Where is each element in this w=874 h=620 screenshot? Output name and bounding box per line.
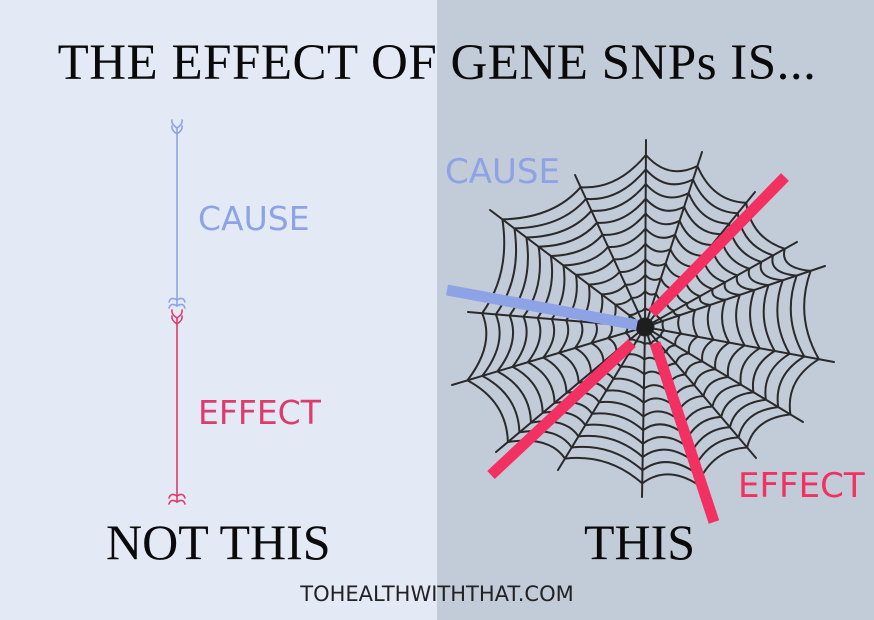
linear-effect-label: EFFECT [198, 393, 321, 432]
left-panel-background [0, 0, 437, 620]
web-ring [480, 168, 806, 473]
web-cause-bar [446, 284, 638, 331]
effect-bar-upper-right [648, 173, 789, 317]
web-spoke [644, 151, 703, 328]
web-effect-bars [487, 173, 789, 524]
linear-effect-arrow [168, 309, 186, 505]
web-spoke [451, 326, 646, 386]
linear-cause-arrow [168, 119, 186, 309]
web-spoke [644, 326, 835, 363]
spider-web [451, 139, 835, 499]
web-spoke [574, 174, 646, 328]
web-spoke [489, 209, 646, 328]
web-spoke [641, 326, 646, 498]
web-spoke [644, 326, 804, 423]
effect-bar-lower-right [649, 341, 720, 524]
web-spoke [644, 139, 647, 328]
page-title: THE EFFECT OF GENE SNPs IS... [57, 35, 817, 91]
web-ring [495, 183, 791, 460]
linear-cause-label: CAUSE [198, 199, 310, 238]
right-caption: THIS [584, 514, 696, 570]
footer-url: TOHEALTHWITHTHAT.COM [300, 582, 574, 606]
web-effect-label: EFFECT [738, 466, 865, 506]
left-caption: NOT THIS [106, 514, 331, 570]
web-ring [465, 154, 821, 486]
web-spoke [644, 326, 757, 459]
effect-bar-lower-left [487, 338, 636, 480]
web-hub [635, 317, 655, 337]
web-spoke [644, 241, 798, 328]
web-cause-label: CAUSE [445, 152, 560, 192]
